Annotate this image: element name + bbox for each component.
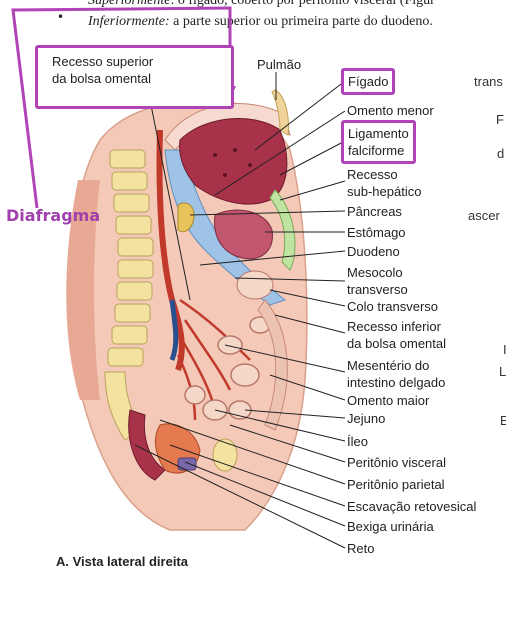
- label-omento-menor: Omento menor: [347, 103, 434, 118]
- label-diafragma: Diafragma: [6, 206, 101, 225]
- doc-line-1: Superiormente: o fígado, coberto por per…: [88, 0, 435, 9]
- bullet-icon: •: [57, 10, 65, 24]
- vertebral-column: [104, 149, 154, 441]
- label-peritonio-visceral: Peritônio visceral: [347, 455, 446, 470]
- label-pancreas: Pâncreas: [347, 204, 402, 219]
- label-ligamento-falciforme: Ligamento falciforme: [341, 120, 416, 164]
- peritoneum-green: [269, 189, 296, 271]
- label-jejuno: Jejuno: [347, 411, 386, 426]
- greater-omentum: [257, 299, 288, 431]
- figure-caption: A. Vista lateral direita: [56, 554, 188, 569]
- side-text-7: E: [500, 413, 506, 428]
- small-intestine-loops: [184, 316, 271, 421]
- label-bexiga-urinaria: Bexiga urinária: [347, 519, 434, 534]
- label-peritonio-parietal: Peritônio parietal: [347, 477, 445, 492]
- doc-line-2: Inferiormente: a parte superior ou prime…: [88, 14, 433, 30]
- label-escavacao-retovesical: Escavação retovesical: [347, 499, 477, 514]
- label-estomago: Estômago: [347, 225, 406, 240]
- label-figado: Fígado: [341, 68, 396, 95]
- label-mesocolo-transverso: Mesocolo transverso: [347, 265, 408, 297]
- label-reto: Reto: [347, 541, 375, 556]
- pubic-bone: [212, 438, 238, 472]
- lung: [271, 89, 289, 136]
- rectum: [128, 409, 166, 481]
- label-mesenterio: Mesentério do intestino delgado: [347, 358, 446, 390]
- vena-cava: [169, 299, 179, 361]
- side-text-6: L: [499, 364, 506, 379]
- doc-line-2-italic: Inferiormente:: [88, 14, 170, 29]
- label-colo-transverso: Colo transverso: [347, 299, 439, 314]
- label-omento-maior: Omento maior: [347, 393, 430, 408]
- stomach: [214, 209, 273, 260]
- label-pulmao: Pulmão: [257, 57, 302, 72]
- transverse-colon: [236, 270, 274, 300]
- side-text-2: F: [496, 112, 504, 127]
- label-recesso-inferior: Recesso inferior da bolsa omental: [347, 319, 447, 351]
- doc-line-2-rest: a parte superior ou primeira parte do du…: [169, 14, 433, 29]
- label-ileo: Íleo: [347, 434, 368, 449]
- prostate: [177, 457, 197, 471]
- liver-texture: [213, 153, 217, 157]
- aorta: [156, 129, 185, 371]
- label-recesso-superior: Recesso superior da bolsa omental: [35, 45, 234, 109]
- doc-line-1-rest: : o fígado, coberto por peritônio viscer…: [170, 0, 435, 8]
- leader-lines: [134, 72, 346, 549]
- label-recesso-sub-hepatico: Recesso sub-hepático: [347, 167, 422, 199]
- side-text-1: trans: [474, 74, 503, 89]
- side-text-4: ascer: [468, 208, 500, 223]
- label-duodeno: Duodeno: [347, 244, 400, 259]
- doc-line-1-italic: Superiormente: [88, 0, 171, 8]
- side-text-5: I: [503, 342, 506, 357]
- side-text-3: d: [497, 146, 505, 161]
- back-muscle: [66, 180, 100, 400]
